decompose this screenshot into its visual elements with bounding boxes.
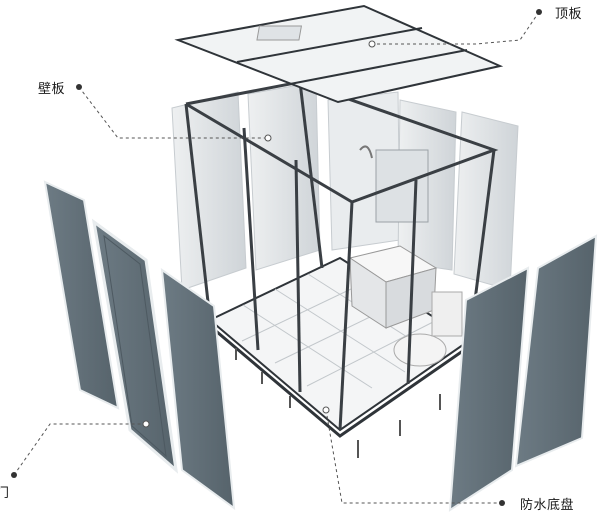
callout-lines	[13, 11, 540, 504]
label-door: 门	[0, 486, 10, 501]
ceiling-panel	[174, 4, 504, 104]
door-panel	[91, 218, 179, 474]
label-waterproof-base: 防水底盘	[520, 498, 575, 513]
back-wall-panels	[171, 81, 519, 291]
label-wall-panel: 壁板	[38, 82, 66, 97]
right-outer-panels	[448, 234, 598, 512]
callout-dots	[11, 9, 542, 506]
label-ceiling: 顶板	[555, 7, 583, 22]
callout-anchors	[142, 40, 376, 428]
left-outer-panels	[43, 180, 236, 511]
